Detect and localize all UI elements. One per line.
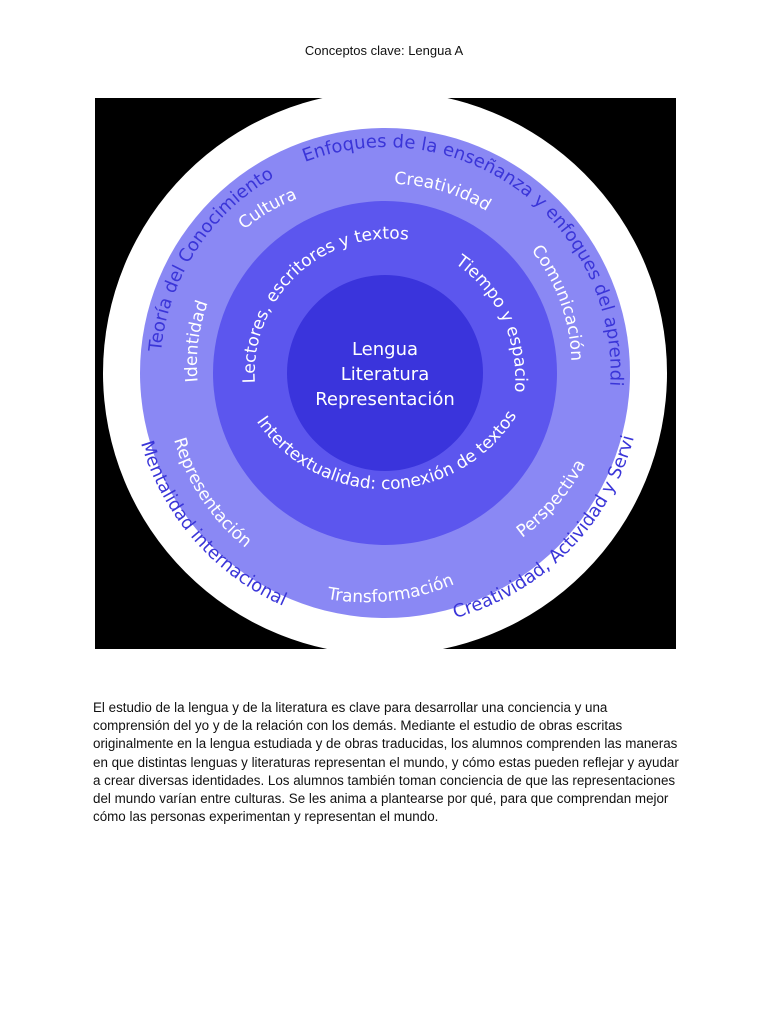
core-line-literatura: Literatura <box>341 364 430 385</box>
page-title: Conceptos clave: Lengua A <box>304 43 464 58</box>
core-circle <box>287 275 483 471</box>
core-line-lengua: Lengua <box>352 339 418 360</box>
concepts-diagram: Teoría del Conocimiento Enfoques de la e… <box>95 98 676 649</box>
core-line-representacion: Representación <box>315 389 455 410</box>
concepts-diagram-svg: Teoría del Conocimiento Enfoques de la e… <box>95 98 676 649</box>
body-paragraph: El estudio de la lengua y de la literatu… <box>93 700 679 825</box>
